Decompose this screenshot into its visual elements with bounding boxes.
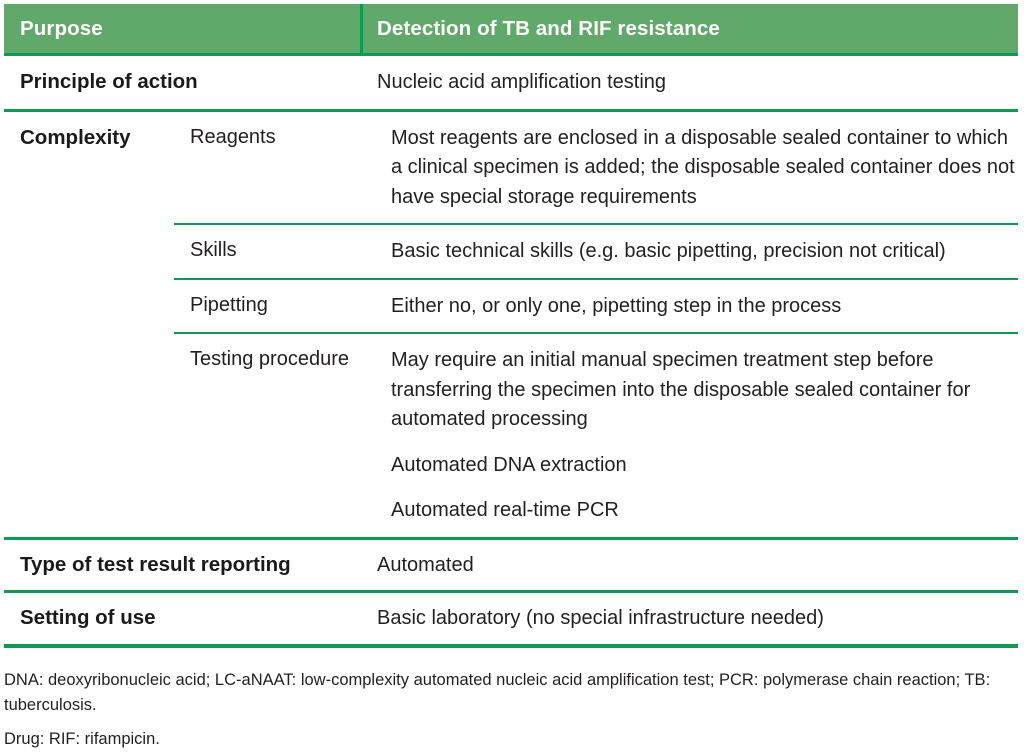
subrow-label-testing-procedure: Testing procedure xyxy=(174,346,377,526)
subrow-label-reagents: Reagents xyxy=(174,124,377,213)
subrow-paragraph: Automated DNA extraction xyxy=(391,453,627,476)
table-row-complexity: Complexity Reagents Most reagents are en… xyxy=(4,112,1018,540)
subrow-value-skills: Basic technical skills (e.g. basic pipet… xyxy=(377,237,1018,267)
column-header-purpose: Purpose xyxy=(4,4,363,53)
subrow-paragraph: Basic technical skills (e.g. basic pipet… xyxy=(391,240,946,262)
row-value-type-of-test-result-reporting: Automated xyxy=(363,551,1018,581)
row-value-setting-of-use: Basic laboratory (no special infrastruct… xyxy=(363,604,1018,634)
row-label-complexity: Complexity xyxy=(4,112,174,537)
subrow-label-text: Skills xyxy=(190,239,237,261)
subrow-label-skills: Skills xyxy=(174,237,377,267)
row-label-text: Type of test result reporting xyxy=(20,552,291,576)
subrow-label-text: Reagents xyxy=(190,125,276,148)
row-value-text: Nucleic acid amplification testing xyxy=(377,71,667,93)
column-header-detection-label: Detection of TB and RIF resistance xyxy=(377,16,720,40)
footnotes: DNA: deoxyribonucleic acid; LC-aNAAT: lo… xyxy=(4,668,1020,752)
subrow-label-text: Pipetting xyxy=(190,293,268,316)
table-subrow-reagents: Reagents Most reagents are enclosed in a… xyxy=(174,112,1018,225)
row-label-text: Setting of use xyxy=(20,606,156,629)
table-subrow-testing-procedure: Testing procedure May require an initial… xyxy=(174,334,1018,537)
row-value-principle-of-action: Nucleic acid amplification testing xyxy=(363,68,1018,98)
row-label-text: Complexity xyxy=(20,125,131,149)
table-row-type-of-test-result-reporting: Type of test result reporting Automated xyxy=(4,540,1018,593)
table-subrow-pipetting: Pipetting Either no, or only one, pipett… xyxy=(174,280,1018,334)
subrow-paragraph: Either no, or only one, pipetting step i… xyxy=(391,294,842,317)
subrow-value-pipetting: Either no, or only one, pipetting step i… xyxy=(377,292,1018,322)
column-header-purpose-label: Purpose xyxy=(20,16,103,40)
column-header-detection: Detection of TB and RIF resistance xyxy=(363,4,1018,53)
table-row-setting-of-use: Setting of use Basic laboratory (no spec… xyxy=(4,593,1018,644)
row-label-setting-of-use: Setting of use xyxy=(4,604,363,631)
row-value-text: Basic laboratory (no special infrastruct… xyxy=(377,607,824,629)
subrow-label-pipetting: Pipetting xyxy=(174,292,377,322)
table-row-principle-of-action: Principle of action Nucleic acid amplifi… xyxy=(4,56,1018,112)
footnote-abbreviations: DNA: deoxyribonucleic acid; LC-aNAAT: lo… xyxy=(4,671,991,714)
row-label-type-of-test-result-reporting: Type of test result reporting xyxy=(4,551,363,578)
subrow-paragraph: May require an initial manual specimen t… xyxy=(391,349,971,430)
subrow-label-text: Testing procedure xyxy=(190,348,349,370)
table-header-row: Purpose Detection of TB and RIF resistan… xyxy=(4,4,1018,56)
subrow-value-reagents: Most reagents are enclosed in a disposab… xyxy=(377,124,1018,213)
table-bottom-rule xyxy=(4,643,1018,648)
subrow-value-testing-procedure: May require an initial manual specimen t… xyxy=(377,346,1018,526)
table-subrow-skills: Skills Basic technical skills (e.g. basi… xyxy=(174,225,1018,280)
complexity-subrows: Reagents Most reagents are enclosed in a… xyxy=(174,112,1018,537)
row-label-principle-of-action: Principle of action xyxy=(4,68,363,98)
footnote-drug: Drug: RIF: rifampicin. xyxy=(4,730,160,748)
row-label-text: Principle of action xyxy=(20,70,198,93)
characteristics-table: Purpose Detection of TB and RIF resistan… xyxy=(4,4,1018,648)
subrow-paragraph: Automated real-time PCR xyxy=(391,499,619,521)
subrow-paragraph: Most reagents are enclosed in a disposab… xyxy=(391,126,1015,208)
row-value-text: Automated xyxy=(377,553,474,576)
